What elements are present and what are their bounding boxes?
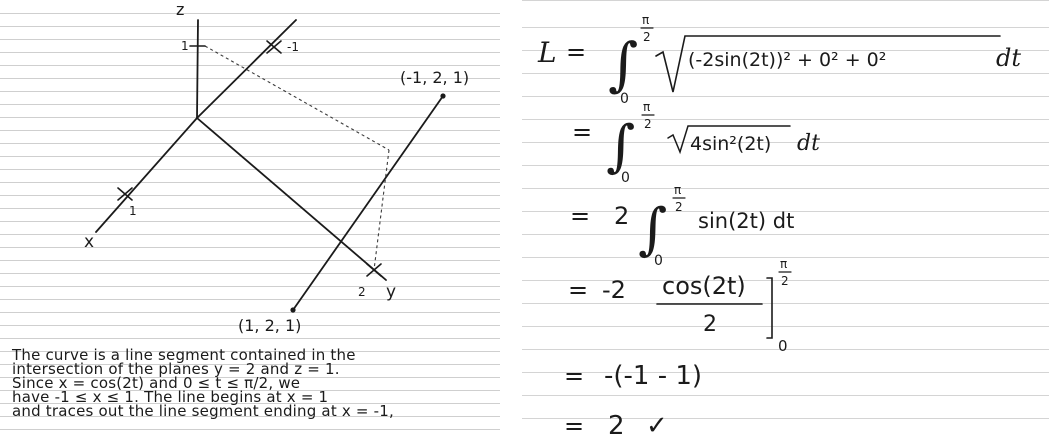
tick-top-cross-b: [266, 40, 282, 54]
explanation-line-3: Since x = cos(2t) and 0 ≤ t ≤ π/2, we: [12, 374, 301, 392]
result-6: 2: [608, 411, 625, 441]
end-point-label: (-1, 2, 1): [400, 68, 469, 87]
explanation-line-1: The curve is a line segment contained in…: [12, 346, 356, 364]
start-point: [290, 307, 296, 313]
equals-3: =: [570, 202, 590, 230]
helper-line: [196, 19, 297, 119]
upper-limit-2-1: 2: [643, 30, 651, 44]
lower-limit-2: 0: [621, 170, 630, 186]
work-panel: L = ∫ π 2 0 (-2sin(2t))² + 0² + 0² dt = …: [522, 0, 1049, 441]
upper-limit-2-3: 2: [675, 200, 683, 214]
radicand-1: (-2sin(2t))² + 0² + 0²: [688, 49, 886, 71]
axis-x-label: x: [84, 232, 94, 252]
lower-limit-3: 0: [654, 253, 663, 269]
tick-x-cross-b: [117, 187, 133, 201]
dt-2: dt: [797, 131, 820, 156]
upper-limit-pi-1: π: [642, 13, 649, 27]
tick-top-neg1-label: -1: [287, 40, 299, 54]
sketch-3d-axes: z 1 -1 1 x 2 y (-1, 2, 1) (1, 2, 1): [84, 0, 469, 335]
equals-2: =: [572, 118, 592, 146]
expression-5: -(-1 - 1): [604, 361, 702, 391]
eval-upper-2-4: 2: [781, 274, 789, 288]
denominator-4: 2: [703, 312, 717, 337]
work-line-3: = 2 ∫ π 2 0 sin(2t) dt: [570, 183, 794, 269]
dashed-line-top: [204, 45, 390, 151]
end-point: [440, 93, 446, 99]
upper-limit-pi-2: π: [643, 100, 650, 114]
dashed-line-vertical: [373, 149, 390, 271]
equals-4: =: [568, 276, 588, 304]
numerator-4: cos(2t): [662, 272, 746, 300]
start-point-label: (1, 2, 1): [238, 316, 301, 335]
explanation-line-5: and traces out the line segment ending a…: [12, 402, 394, 420]
work-line-6: = 2 ✓: [564, 411, 668, 441]
explanation-line-4: have -1 ≤ x ≤ 1. The line begins at x = …: [12, 388, 329, 406]
tick-y-2-label: 2: [358, 285, 366, 299]
z-axis-line: [196, 19, 199, 119]
x-axis-line: [95, 117, 198, 233]
length-symbol: L: [537, 36, 557, 69]
axis-y-label: y: [386, 282, 396, 302]
eval-bracket-4: [766, 277, 773, 339]
axis-z-label: z: [176, 0, 184, 19]
tick-x-1-label: 1: [129, 204, 137, 218]
work-line-2: = ∫ π 2 0 4sin²(2t) dt: [572, 100, 820, 186]
radical-1: [655, 35, 1001, 93]
curve-segment: [292, 95, 444, 311]
radicand-2: 4sin²(2t): [690, 133, 771, 155]
equals-6: =: [564, 412, 584, 440]
arc-length-work: L = ∫ π 2 0 (-2sin(2t))² + 0² + 0² dt = …: [537, 13, 1021, 441]
coefficient-3: 2: [614, 202, 629, 230]
work-line-4: = -2 cos(2t) 2 π 2 0: [568, 257, 792, 355]
work-line-5: = -(-1 - 1): [564, 361, 702, 391]
prefix-4: -2: [602, 276, 626, 304]
explanation-text: The curve is a line segment contained in…: [12, 346, 492, 420]
work-line-1: L = ∫ π 2 0 (-2sin(2t))² + 0² + 0² dt: [537, 13, 1021, 107]
equals-5: =: [564, 362, 584, 390]
integral-sign-3: ∫: [638, 197, 667, 262]
lower-limit-1: 0: [620, 91, 629, 107]
equals-1: =: [566, 38, 586, 66]
integral-sign-2: ∫: [606, 114, 635, 179]
check-mark-icon: ✓: [646, 411, 668, 441]
integrand-3: sin(2t) dt: [698, 209, 794, 233]
radical-2: [667, 125, 791, 155]
dt-1: dt: [996, 44, 1021, 72]
upper-limit-pi-3: π: [674, 183, 681, 197]
integral-sign-1: ∫: [608, 30, 638, 98]
eval-upper-pi-4: π: [780, 257, 787, 271]
upper-limit-2-2: 2: [644, 117, 652, 131]
explanation-line-2: intersection of the planes y = 2 and z =…: [12, 360, 340, 378]
sketch-panel: z 1 -1 1 x 2 y (-1, 2, 1) (1, 2, 1) The …: [0, 0, 500, 441]
tick-y-cross-b: [366, 263, 382, 277]
y-axis-line: [196, 117, 387, 281]
eval-lower-4: 0: [778, 337, 788, 355]
tick-z-1-label: 1: [181, 39, 189, 53]
